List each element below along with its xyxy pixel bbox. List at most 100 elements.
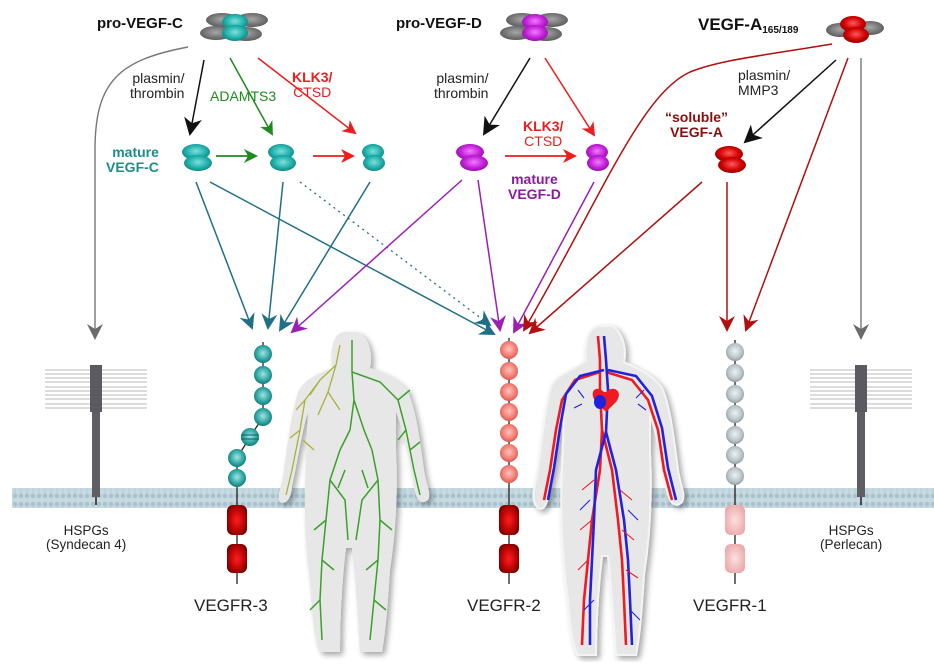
ig-like-domain	[500, 444, 518, 462]
kinase-domain	[499, 505, 519, 535]
label-line: (Syndecan 4)	[46, 537, 127, 553]
enzyme-line: thrombin	[130, 84, 185, 101]
enzyme-line: CTSD	[524, 132, 563, 149]
label-line: mature	[511, 171, 558, 187]
label-line: “soluble”	[665, 109, 729, 125]
label-pro-vegf-d: pro-VEGF-D	[396, 15, 482, 32]
enzyme-plasmin-thrombin-c: plasmin/thrombin	[130, 71, 184, 100]
lymphatic-system-figure	[278, 332, 430, 652]
kinase-domain	[499, 544, 519, 573]
ig-like-domain	[726, 364, 744, 382]
enzyme-line: thrombin	[434, 84, 489, 101]
ig-like-domain	[254, 408, 272, 426]
arrow-vegfd1-to-vegfr3	[290, 179, 463, 334]
arrow-vegfc1-to-vegfr2	[209, 181, 496, 335]
label-line: VEGF-A	[670, 123, 723, 140]
enzyme-line: KLK3/	[523, 118, 564, 134]
ig-like-domain	[726, 446, 744, 464]
pro-vegf-c-molecule	[200, 13, 268, 41]
arrow-plasmin-vegf-d	[482, 57, 531, 136]
label-vegf-a-165-189: VEGF-A165/189	[698, 16, 798, 37]
label-line: (Perlecan)	[820, 537, 883, 553]
arrow-vegfc1-to-vegfr3	[195, 181, 255, 330]
mature-vegf-c-1	[182, 144, 212, 171]
vegf-a-165-189-molecule	[826, 16, 884, 43]
label-vegfr3: VEGFR-3	[194, 596, 268, 615]
kinase-domain	[725, 544, 745, 573]
arrow-klk3-vegf-c	[257, 57, 357, 135]
ig-like-domain	[500, 403, 518, 421]
enzyme-plasmin-mmp3: plasmin/MMP3	[738, 68, 790, 97]
mature-vegf-d-2	[586, 144, 609, 171]
enzyme-plasmin-thrombin-d: plasmin/thrombin	[434, 71, 488, 100]
cell-membrane	[12, 488, 934, 508]
arrow-vegfd2-to-vegfr2	[513, 181, 595, 334]
ig-like-domain	[254, 387, 272, 405]
vegfr2-receptor	[499, 338, 519, 584]
enzyme-klk3-ctsd-c: KLK3/CTSD	[292, 70, 332, 99]
ig-like-domain	[726, 467, 744, 485]
mature-vegf-c-3	[362, 144, 385, 171]
ig-like-domain	[726, 405, 744, 423]
arrow-vegfc3-to-vegfr3	[278, 181, 371, 332]
arrow-vegfc-dotted-to-vegfr2	[299, 181, 492, 327]
mature-vegf-c-2	[268, 144, 296, 171]
vegfr1-receptor	[725, 340, 745, 584]
pro-vegf-d-molecule	[500, 13, 568, 41]
enzyme-adamts3: ADAMTS3	[210, 88, 277, 104]
label-line: VEGF-D	[508, 185, 561, 202]
kinase-domain	[725, 505, 745, 535]
ig-like-domain	[228, 449, 246, 467]
mature-vegf-d-1	[456, 144, 488, 171]
label-soluble-vegf-a: “soluble”VEGF-A	[665, 110, 728, 139]
enzyme-klk3-ctsd-d: KLK3/CTSD	[523, 119, 563, 148]
enzyme-line: plasmin/	[738, 67, 791, 83]
enzyme-line: KLK3/	[292, 69, 333, 85]
ig-like-domain	[254, 366, 272, 384]
enzyme-line: plasmin/	[436, 70, 489, 86]
hspg-syndecan-4	[45, 365, 147, 505]
hspg-perlecan	[810, 365, 912, 505]
enzyme-line: plasmin/	[132, 70, 185, 86]
ig-like-domain	[241, 428, 259, 446]
enzyme-line: CTSD	[293, 83, 332, 100]
arrow-adamts3	[229, 57, 273, 136]
ig-like-domain	[500, 383, 518, 401]
arrow-pro-c-to-hspg	[87, 46, 189, 340]
ig-like-domain	[726, 343, 744, 361]
kinase-domain	[227, 505, 247, 535]
vegfr3-receptor	[227, 342, 272, 584]
label-pro-vegf-c: pro-VEGF-C	[97, 15, 183, 32]
soluble-vegf-a	[715, 146, 746, 173]
label-vegf-a-isoforms: 165/189	[762, 25, 799, 36]
arrow-klk3-vegf-d	[544, 57, 596, 137]
label-vegfr1: VEGFR-1	[693, 596, 767, 615]
ig-like-domain	[500, 341, 518, 359]
label-line: HSPGs	[63, 523, 109, 538]
enzyme-line: MMP3	[738, 81, 779, 98]
label-line: mature	[112, 144, 159, 160]
arrow-vegfa-to-vegfr1	[743, 57, 849, 332]
label-line: VEGF-C	[106, 158, 159, 175]
ig-like-domain	[726, 426, 744, 444]
ig-like-domain	[500, 424, 518, 442]
arrow-plasmin-vegf-c	[184, 59, 205, 136]
ig-like-domain	[726, 385, 744, 403]
label-vegf-a: VEGF-A	[698, 15, 763, 34]
arrow-vegfc2-to-vegfr3	[261, 181, 284, 330]
ig-like-domain	[254, 345, 272, 363]
label-hspg-syndecan-4: HSPGs(Syndecan 4)	[46, 523, 127, 553]
arrow-vegfd1-to-vegfr2	[477, 179, 506, 332]
arrow-vegfa-curve-to-vegfr2	[522, 43, 833, 332]
label-vegfr2: VEGFR-2	[467, 596, 541, 615]
arrow-soluble-a-to-vegfr2	[528, 181, 703, 335]
kinase-domain	[227, 544, 247, 573]
label-line: HSPGs	[828, 523, 874, 538]
arrow-plasmin-mmp3	[743, 59, 837, 144]
ig-like-domain	[228, 469, 246, 487]
label-hspg-perlecan: HSPGs(Perlecan)	[820, 523, 883, 553]
